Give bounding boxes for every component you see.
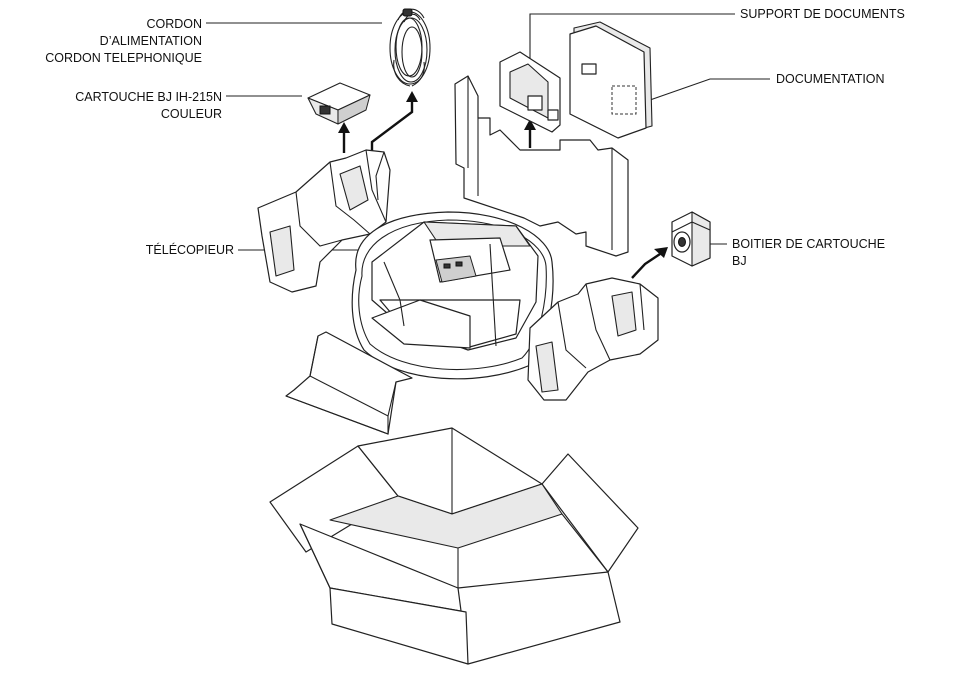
document-support — [499, 51, 561, 133]
label-documentation-text: DOCUMENTATION — [776, 72, 885, 86]
label-support-text: SUPPORT DE DOCUMENTS — [740, 7, 905, 21]
label-cartouche: CARTOUCHE BJ IH-215N COULEUR — [6, 89, 222, 123]
documentation-booklets — [569, 21, 653, 139]
cardboard-insert — [454, 75, 629, 257]
right-foam — [527, 277, 659, 401]
label-cordon-text: CORDON D’ALIMENTATION CORDON TELEPHONIQU… — [45, 17, 202, 65]
label-documentation: DOCUMENTATION — [776, 71, 885, 88]
label-telecopieur-text: TÉLÉCOPIEUR — [145, 243, 234, 257]
fax-machine — [351, 211, 554, 380]
label-cordon-alimentation: CORDON D’ALIMENTATION CORDON TELEPHONIQU… — [6, 16, 202, 67]
bj-cartridge — [307, 82, 371, 125]
document-guide — [285, 331, 413, 435]
leader-documentation — [649, 78, 770, 101]
leader-support — [529, 13, 735, 70]
label-telecopieur: TÉLÉCOPIEUR — [120, 242, 234, 259]
label-boitier-text: BOITIER DE CARTOUCHE BJ — [732, 237, 886, 268]
shipping-box — [269, 427, 639, 665]
label-boitier: BOITIER DE CARTOUCHE BJ — [732, 236, 885, 270]
label-support-documents: SUPPORT DE DOCUMENTS — [740, 6, 905, 23]
label-cartouche-text: CARTOUCHE BJ IH-215N COULEUR — [75, 90, 222, 121]
cord-coil — [389, 8, 431, 87]
bj-cartridge-container — [671, 211, 711, 267]
